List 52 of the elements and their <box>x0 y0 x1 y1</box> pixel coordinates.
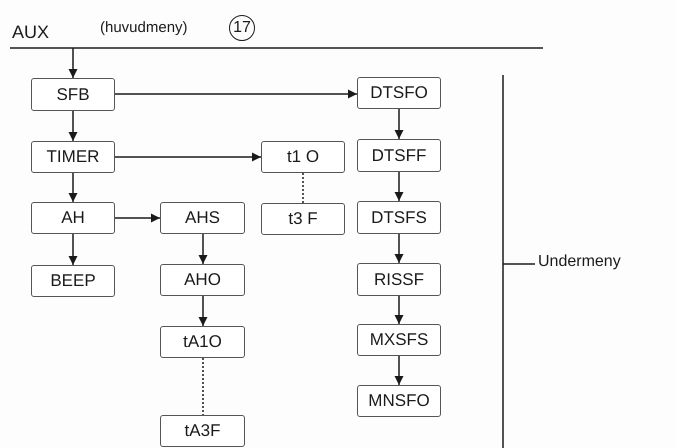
menu-box <box>357 201 441 234</box>
menu-code: DTSFS <box>371 208 427 228</box>
connector-line <box>202 358 204 415</box>
arrow <box>198 296 208 326</box>
menu-code: DTSFO <box>370 83 428 103</box>
menu-box <box>31 78 115 111</box>
menu-code: tA1O <box>183 332 222 352</box>
menu-box <box>357 139 441 172</box>
menu-code: RISSF <box>374 270 424 290</box>
menu-code: AHS <box>185 208 220 228</box>
menu-code: tA3F <box>184 421 220 441</box>
menu-box <box>357 263 441 296</box>
arrow <box>394 356 404 385</box>
menu-code: MNSFO <box>368 391 430 411</box>
menu-box <box>160 264 245 296</box>
menu-code: t3 F <box>288 209 318 229</box>
arrow <box>68 111 78 141</box>
callout-number: 17 <box>229 15 255 41</box>
arrow <box>394 234 404 263</box>
menu-box <box>160 202 245 234</box>
menu-box <box>31 265 115 297</box>
arrow <box>115 214 160 222</box>
menu-box <box>160 326 245 358</box>
menu-code: AHO <box>184 270 221 290</box>
menu-code: TIMER <box>46 147 100 167</box>
arrow <box>68 234 78 265</box>
menu-box <box>261 141 345 173</box>
menu-note: (huvudmeny) <box>100 19 188 36</box>
menu-box <box>357 77 441 109</box>
menu-box <box>357 385 441 417</box>
menu-box <box>31 202 115 234</box>
menu-code: DTSFF <box>372 146 426 166</box>
menu-code: AH <box>61 208 85 228</box>
menu-code: MXSFS <box>370 330 428 350</box>
menu-box <box>261 203 345 235</box>
arrow <box>115 152 261 162</box>
arrow <box>115 90 357 98</box>
menu-code: SFB <box>56 84 90 104</box>
menu-code: BEEP <box>50 271 96 291</box>
connector-line <box>302 173 304 203</box>
arrow <box>68 173 78 202</box>
menu-box <box>357 324 441 356</box>
menu-box <box>31 141 115 173</box>
bracket-label: Undermeny <box>538 253 621 271</box>
heading-text: AUX <box>12 22 50 43</box>
arrow <box>68 48 78 78</box>
arrow <box>394 296 404 324</box>
arrow <box>394 172 404 201</box>
arrow <box>394 109 404 139</box>
menu-code: t1 O <box>286 147 320 167</box>
menu-box <box>160 415 245 447</box>
arrow <box>198 234 208 264</box>
